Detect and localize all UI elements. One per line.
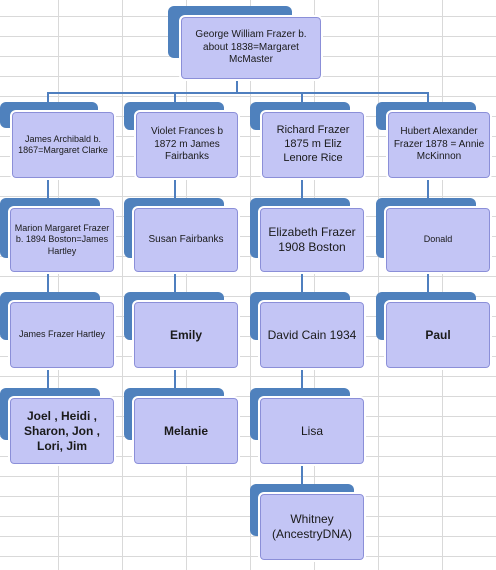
person-node-susan-fairbanks: Susan Fairbanks	[124, 198, 240, 274]
person-node-elizabeth-frazer: Elizabeth Frazer 1908 Boston	[250, 198, 366, 274]
person-node-donald: Donald	[376, 198, 492, 274]
person-node-hubert-alexander: Hubert Alexander Frazer 1878 = Annie McK…	[376, 102, 492, 180]
person-node-label: Donald	[384, 206, 492, 274]
root-node-label: George William Frazer b. about 1838=Marg…	[179, 15, 323, 81]
person-node-james-archibald: James Archibald b. 1867=Margaret Clarke	[0, 102, 116, 180]
person-node-lisa: Lisa	[250, 388, 366, 466]
person-node-joel-heidi-sharon: Joel , Heidi , Sharon, Jon , Lori, Jim	[0, 388, 116, 466]
connector-horizontal-bar	[47, 92, 429, 94]
person-node-whitney: Whitney (AncestryDNA)	[250, 484, 366, 562]
person-node-label: Richard Frazer 1875 m Eliz Lenore Rice	[260, 110, 366, 180]
connector-col1-vertical	[47, 176, 49, 390]
connector-col1-drop	[47, 92, 49, 106]
connector-col2-drop	[174, 92, 176, 106]
person-node-label: Emily	[132, 300, 240, 370]
person-node-david-cain: David Cain 1934	[250, 292, 366, 370]
person-node-james-frazer-hartley: James Frazer Hartley	[0, 292, 116, 370]
person-node-label: Susan Fairbanks	[132, 206, 240, 274]
person-node-label: Lisa	[258, 396, 366, 466]
connector-col4-drop	[427, 92, 429, 106]
person-node-label: Hubert Alexander Frazer 1878 = Annie McK…	[386, 110, 492, 180]
person-node-violet-frances: Violet Frances b 1872 m James Fairbanks	[124, 102, 240, 180]
person-node-label: James Frazer Hartley	[8, 300, 116, 370]
connector-root-down	[236, 80, 238, 94]
person-node-label: Joel , Heidi , Sharon, Jon , Lori, Jim	[8, 396, 116, 466]
person-node-label: Paul	[384, 300, 492, 370]
person-node-emily: Emily	[124, 292, 240, 370]
person-node-label: Whitney (AncestryDNA)	[258, 492, 366, 562]
person-node-richard-frazer: Richard Frazer 1875 m Eliz Lenore Rice	[250, 102, 366, 180]
person-node-label: Melanie	[132, 396, 240, 466]
person-node-label: Marion Margaret Frazer b. 1894 Boston=Ja…	[8, 206, 116, 274]
connector-col3-drop	[301, 92, 303, 106]
person-node-paul: Paul	[376, 292, 492, 370]
person-node-marion-margaret: Marion Margaret Frazer b. 1894 Boston=Ja…	[0, 198, 116, 274]
person-node-melanie: Melanie	[124, 388, 240, 466]
root-node: George William Frazer b. about 1838=Marg…	[168, 6, 324, 82]
person-node-label: James Archibald b. 1867=Margaret Clarke	[10, 110, 116, 180]
connector-col2-vertical	[174, 176, 176, 390]
person-node-label: Violet Frances b 1872 m James Fairbanks	[134, 110, 240, 180]
person-node-label: David Cain 1934	[258, 300, 366, 370]
person-node-label: Elizabeth Frazer 1908 Boston	[258, 206, 366, 274]
